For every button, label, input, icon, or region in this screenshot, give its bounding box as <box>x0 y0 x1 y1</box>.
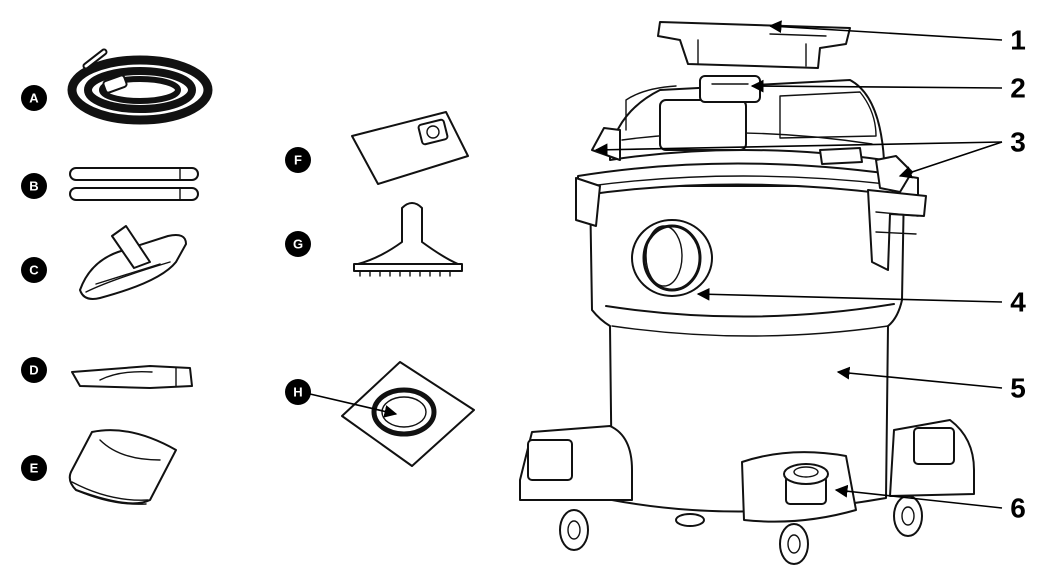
callout-number-1: 1 <box>1010 25 1026 56</box>
letter-b: B <box>29 179 38 194</box>
letter-badge-e: E <box>21 455 47 481</box>
extension-wands-illustration <box>70 168 198 200</box>
letter-badge-b: B <box>21 173 47 199</box>
floor-nozzle-illustration <box>80 226 186 299</box>
hose-illustration <box>72 52 208 120</box>
letter-badge-h: H <box>285 379 311 405</box>
callout-number-5: 5 <box>1010 373 1026 404</box>
utility-nozzle-illustration <box>354 203 462 276</box>
letter-c: C <box>29 263 39 278</box>
callout-number-6: 6 <box>1010 493 1026 524</box>
callout-number-3: 3 <box>1010 127 1026 158</box>
crevice-tool-illustration <box>72 366 192 388</box>
letter-badge-d: D <box>21 357 47 383</box>
letter-e: E <box>30 461 39 476</box>
letter-badge-g: G <box>285 231 311 257</box>
letter-badge-c: C <box>21 257 47 283</box>
filter-bag-illustration <box>70 430 176 504</box>
callout-number-2: 2 <box>1010 73 1026 104</box>
letter-d: D <box>29 363 38 378</box>
letter-f: F <box>294 153 302 168</box>
callout-number-4: 4 <box>1010 287 1026 318</box>
letter-badge-f: F <box>285 147 311 173</box>
cartridge-filter-illustration <box>310 362 474 466</box>
letter-g: G <box>293 237 303 252</box>
letter-h: H <box>293 385 302 400</box>
letter-a: A <box>29 91 39 106</box>
letter-badge-a: A <box>21 85 47 111</box>
dust-bag-illustration <box>352 112 468 184</box>
wet-dry-vacuum-illustration <box>520 22 974 564</box>
